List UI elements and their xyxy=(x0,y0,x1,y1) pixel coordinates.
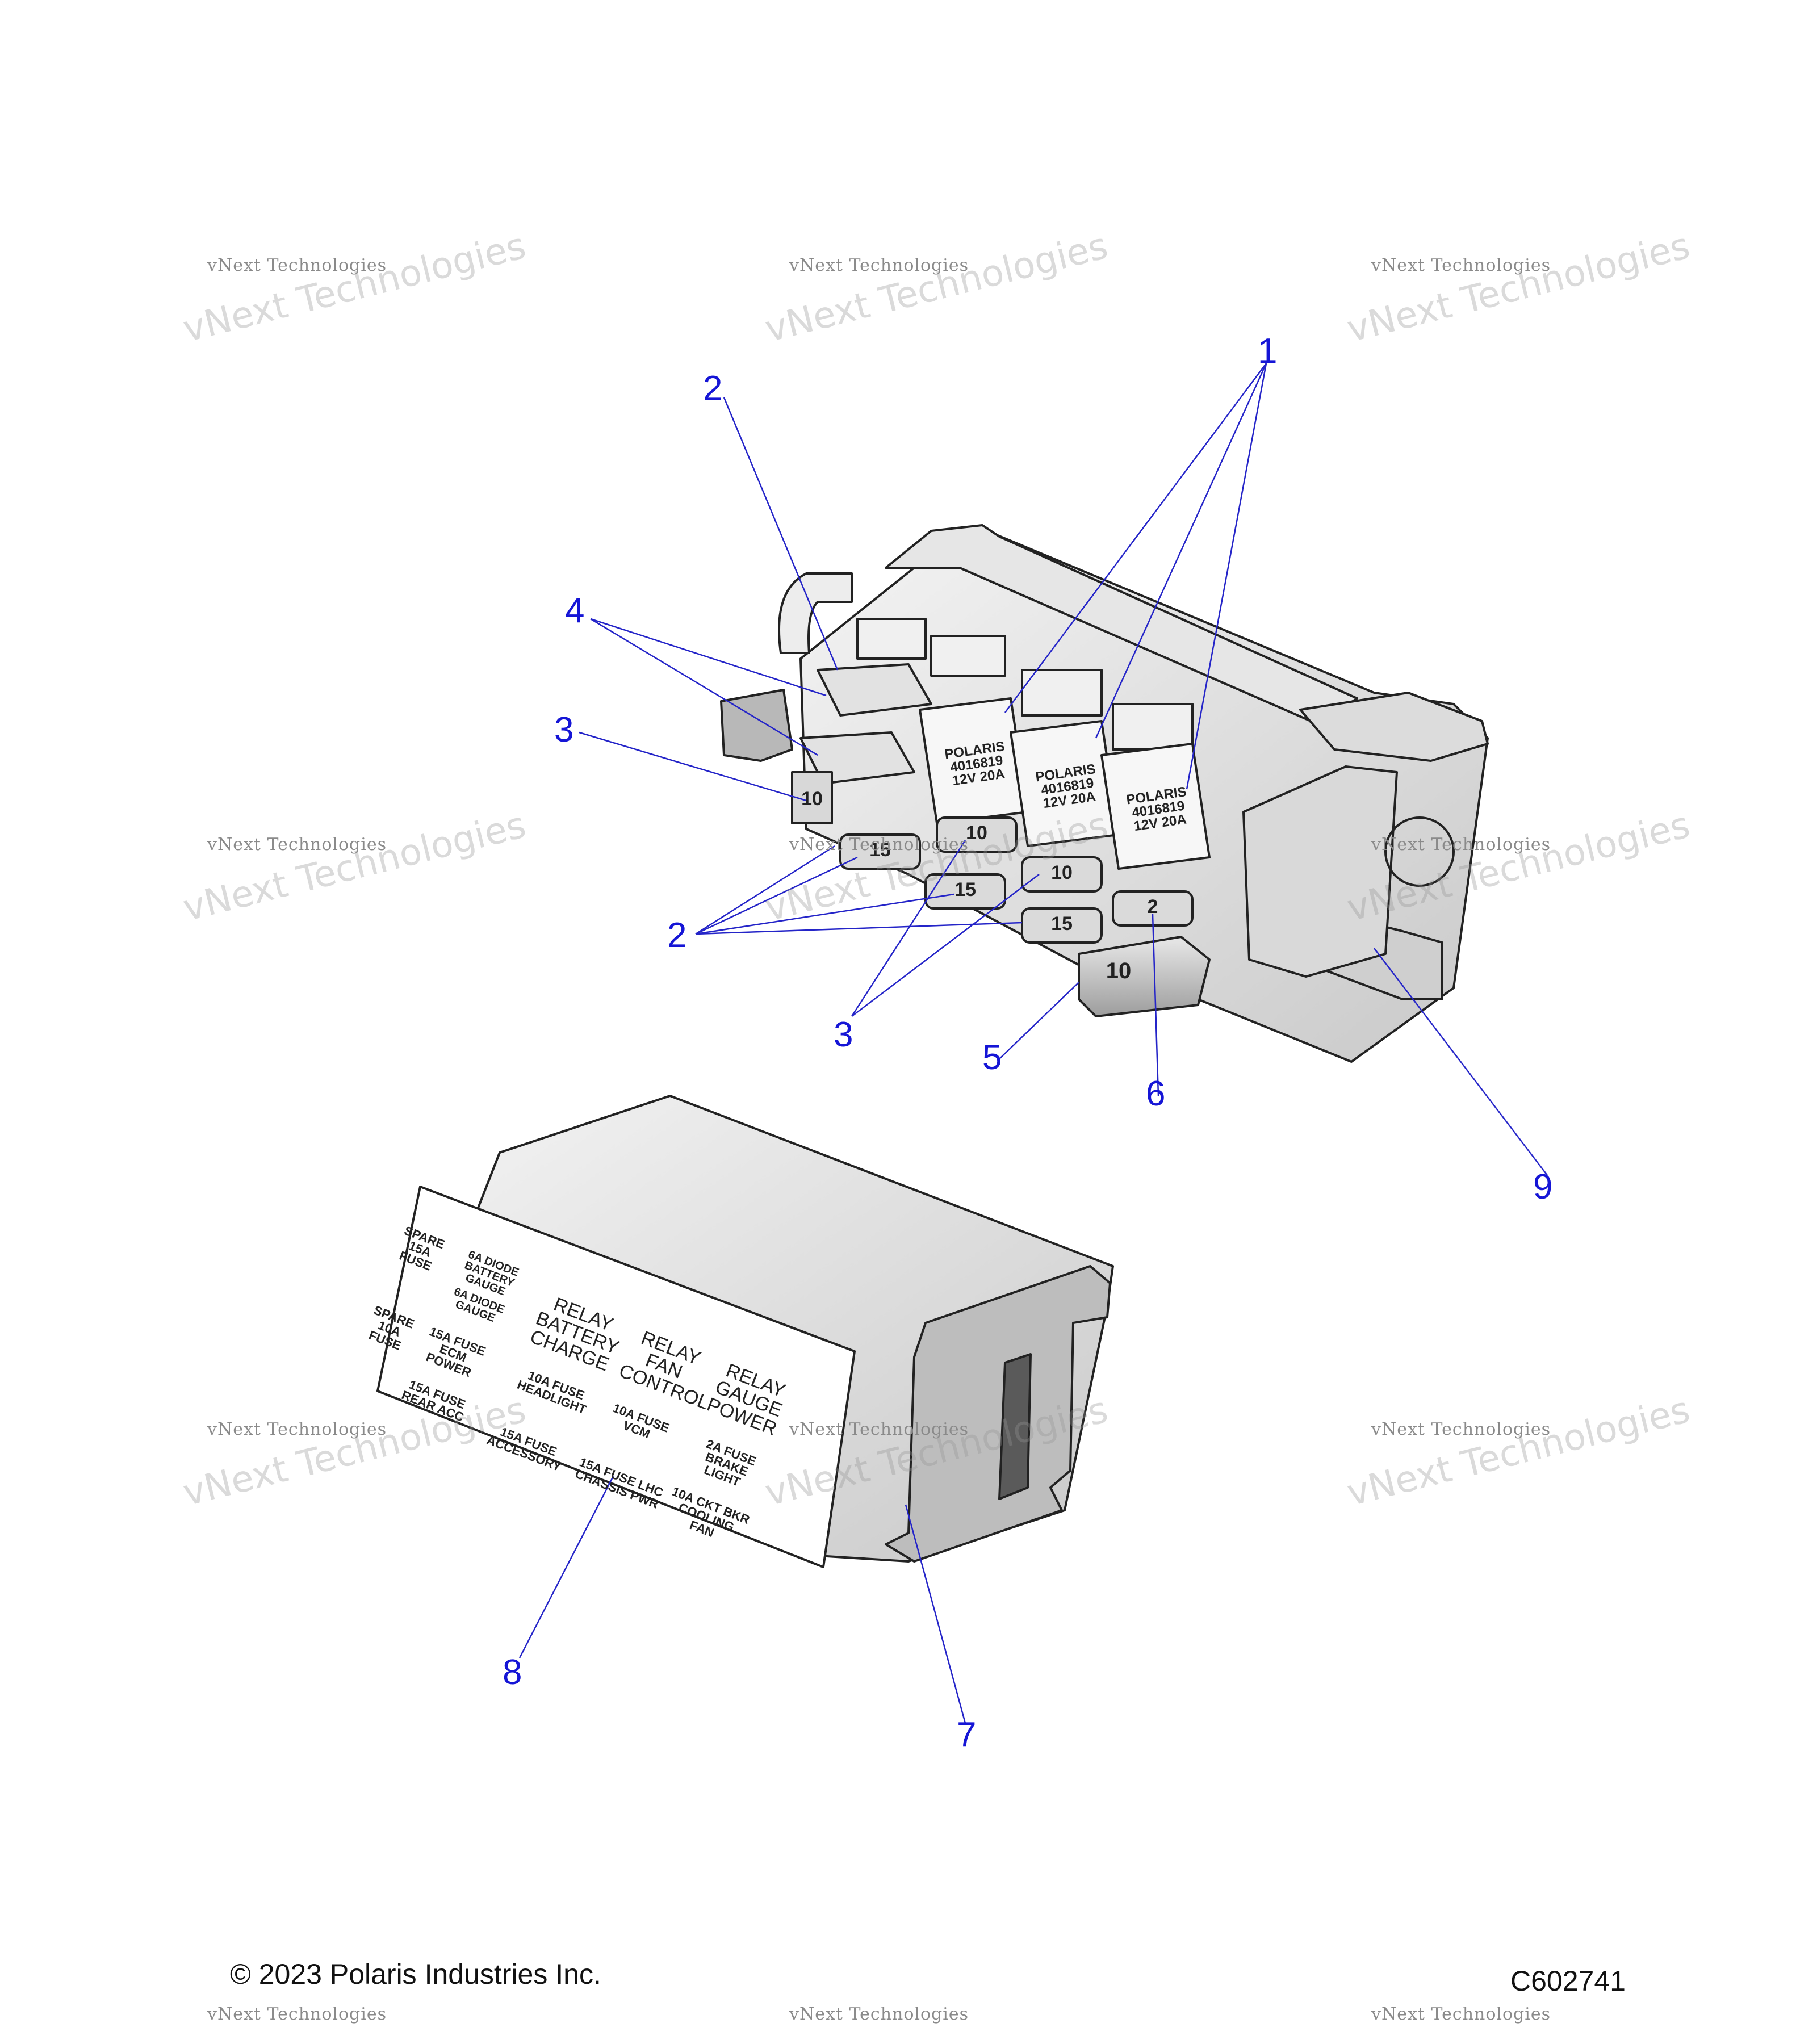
decal-label: 10A CKT BKR COOLING FAN xyxy=(669,1484,752,1540)
leader-lines xyxy=(518,363,1548,1724)
callout-6: 6 xyxy=(1146,1074,1166,1113)
fuse-label: 10 xyxy=(1106,958,1132,983)
fuse-label: 15 xyxy=(1051,913,1073,935)
decal-label: 10A FUSE HEADLIGHT xyxy=(515,1368,589,1417)
callout-4: 4 xyxy=(565,591,585,630)
fuse-label: 15 xyxy=(869,839,891,861)
decal-label: 15A FUSE LHC CHASSIS PWR xyxy=(573,1455,665,1511)
callout-5: 5 xyxy=(982,1038,1002,1077)
decal-label: RELAY FAN CONTROL xyxy=(616,1327,712,1414)
decal-label: 15A FUSE ACCESSORY xyxy=(484,1424,564,1475)
decal-label: 15A FUSE ECM POWER xyxy=(424,1324,488,1380)
callout-1: 1 xyxy=(1258,332,1278,371)
decal-label: 2A FUSE BRAKE LIGHT xyxy=(702,1436,759,1489)
copyright-text: © 2023 Polaris Industries Inc. xyxy=(230,1958,601,1990)
decal-label: RELAY GAUGE POWER xyxy=(704,1359,789,1440)
decal-label: 10A FUSE VCM xyxy=(610,1400,672,1442)
decal-sheet xyxy=(376,1186,856,1568)
callout-3-lower: 3 xyxy=(834,1015,853,1054)
callout-3-left: 3 xyxy=(554,710,574,749)
fuse-label: 2 xyxy=(1147,896,1158,918)
fuse-label: 10 xyxy=(966,822,987,844)
fuse-box-cover xyxy=(376,1095,1114,1568)
fuse-label: 15 xyxy=(954,879,976,900)
callout-2-upper: 2 xyxy=(703,369,723,408)
decal-label: 15A FUSE REAR ACC xyxy=(399,1377,468,1425)
callout-9: 9 xyxy=(1533,1167,1553,1207)
fuse-panel xyxy=(720,524,1489,1063)
callout-2-lower: 2 xyxy=(667,916,687,955)
callout-8: 8 xyxy=(503,1653,522,1692)
fuse-label: 10 xyxy=(801,788,823,810)
decal-label: SPARE 10A FUSE xyxy=(367,1302,416,1353)
diagram-code: C602741 xyxy=(1510,1965,1626,1997)
callout-7: 7 xyxy=(957,1715,977,1754)
fuse-label: 10 xyxy=(1051,862,1073,883)
decal-label: RELAY BATTERY CHARGE xyxy=(527,1293,622,1376)
